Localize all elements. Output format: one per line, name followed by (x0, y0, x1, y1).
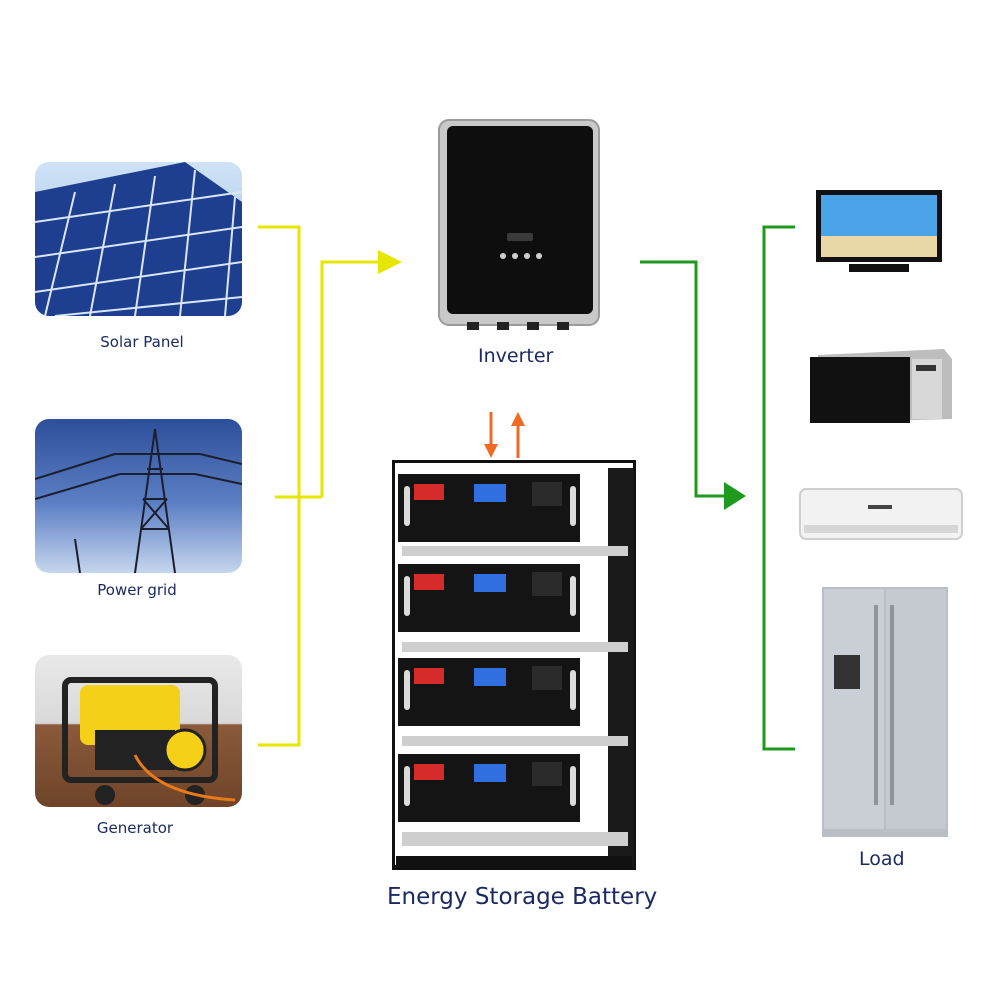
load-label: Load (859, 848, 905, 870)
output-arrow-head (724, 482, 746, 510)
output-lines (640, 225, 795, 751)
power-grid-label: Power grid (97, 581, 177, 599)
tv-icon (816, 190, 942, 272)
battery-rack-icon (389, 457, 639, 871)
battery-label: Energy Storage Battery (387, 884, 658, 910)
refrigerator-icon (822, 587, 948, 837)
battery-flow-arrows (484, 412, 525, 458)
power-tower-icon (35, 428, 242, 573)
solar-panel-icon (35, 162, 242, 316)
air-conditioner-icon (799, 488, 963, 540)
generator-image (35, 655, 242, 807)
input-arrow-head (378, 250, 402, 274)
refrigerator-image (820, 585, 950, 839)
solar-panel-label: Solar Panel (100, 333, 184, 351)
solar-panel-image (35, 162, 242, 316)
input-lines (258, 225, 390, 747)
inverter-icon (438, 119, 600, 330)
generator-label: Generator (96, 819, 174, 837)
air-conditioner-image (798, 485, 964, 543)
inverter-image (437, 118, 601, 332)
generator-icon (62, 677, 236, 805)
microwave-image (808, 347, 954, 427)
battery-rack-image (389, 457, 639, 871)
microwave-icon (810, 349, 952, 423)
power-grid-image (35, 419, 242, 573)
inverter-label: Inverter (478, 345, 554, 367)
tv-image (814, 188, 944, 274)
